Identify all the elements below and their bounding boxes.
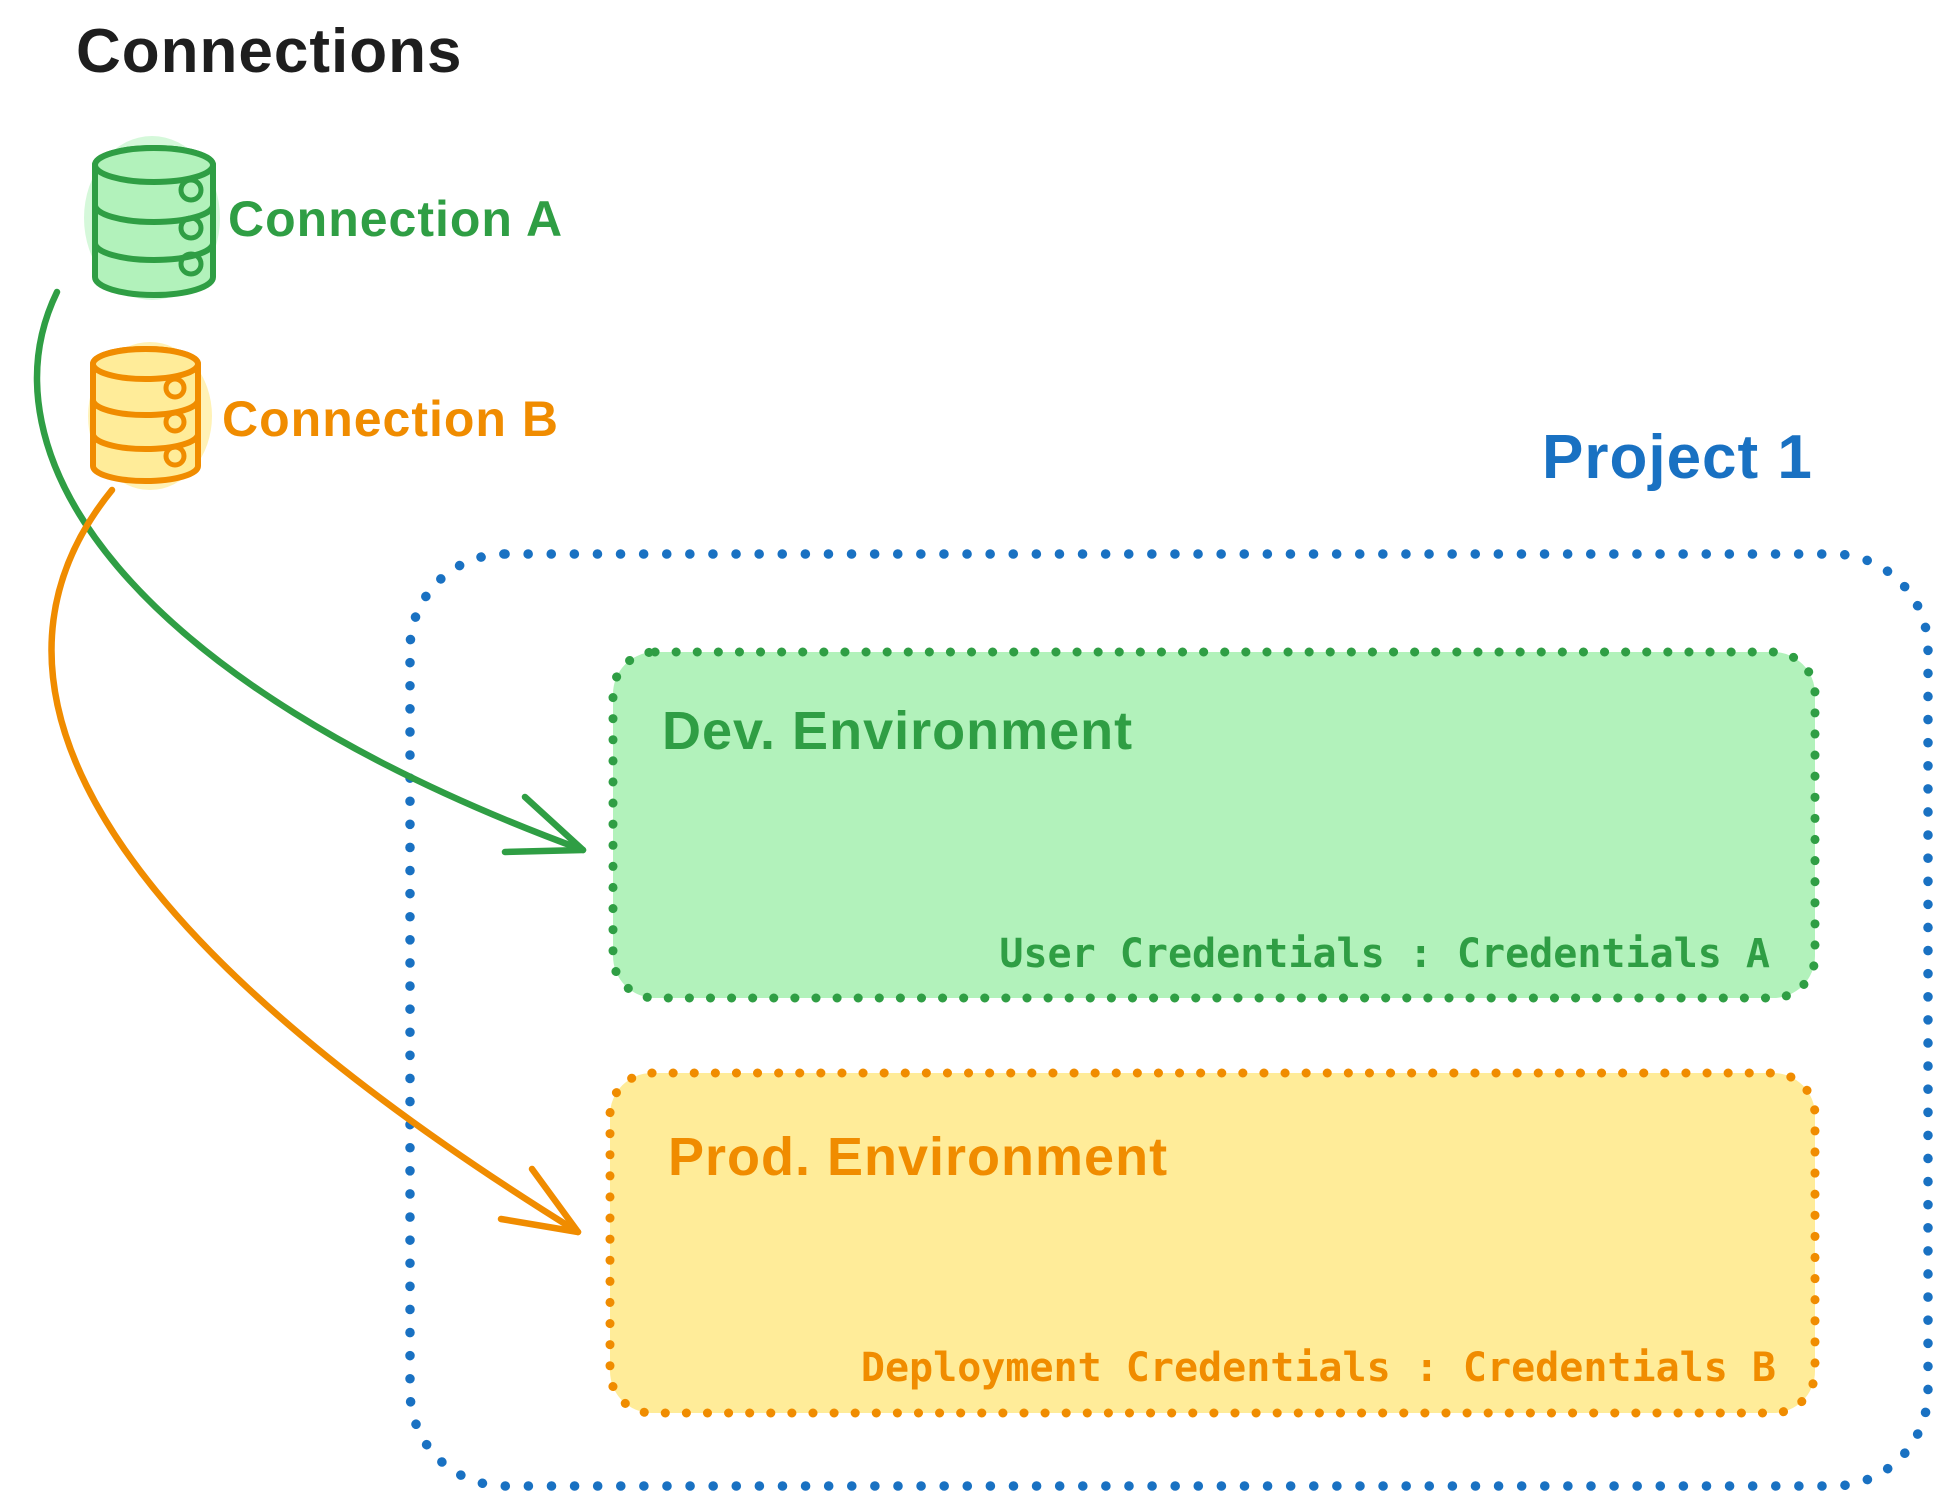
prod-environment-credentials: Deployment Credentials : Credentials B: [860, 1345, 1776, 1391]
database-icon-connection-b: [88, 342, 212, 490]
connection-a-label: Connection A: [228, 191, 564, 247]
dev-environment-credentials: User Credentials : Credentials A: [999, 931, 1770, 977]
project-1-box: [405, 549, 1933, 1491]
project-1-label: Project 1: [1542, 423, 1813, 492]
prod-environment-title: Prod. Environment: [668, 1127, 1169, 1187]
dev-environment-box: [608, 647, 1820, 1003]
connections-title: Connections: [76, 17, 463, 86]
connection-b-label: Connection B: [222, 391, 559, 447]
dev-environment-title: Dev. Environment: [662, 701, 1134, 761]
database-icon-connection-a: [84, 136, 220, 300]
arrow-connection-a-to-dev: [33, 288, 587, 856]
prod-environment-box: [605, 1068, 1820, 1418]
arrow-connection-b-to-prod: [48, 486, 582, 1236]
